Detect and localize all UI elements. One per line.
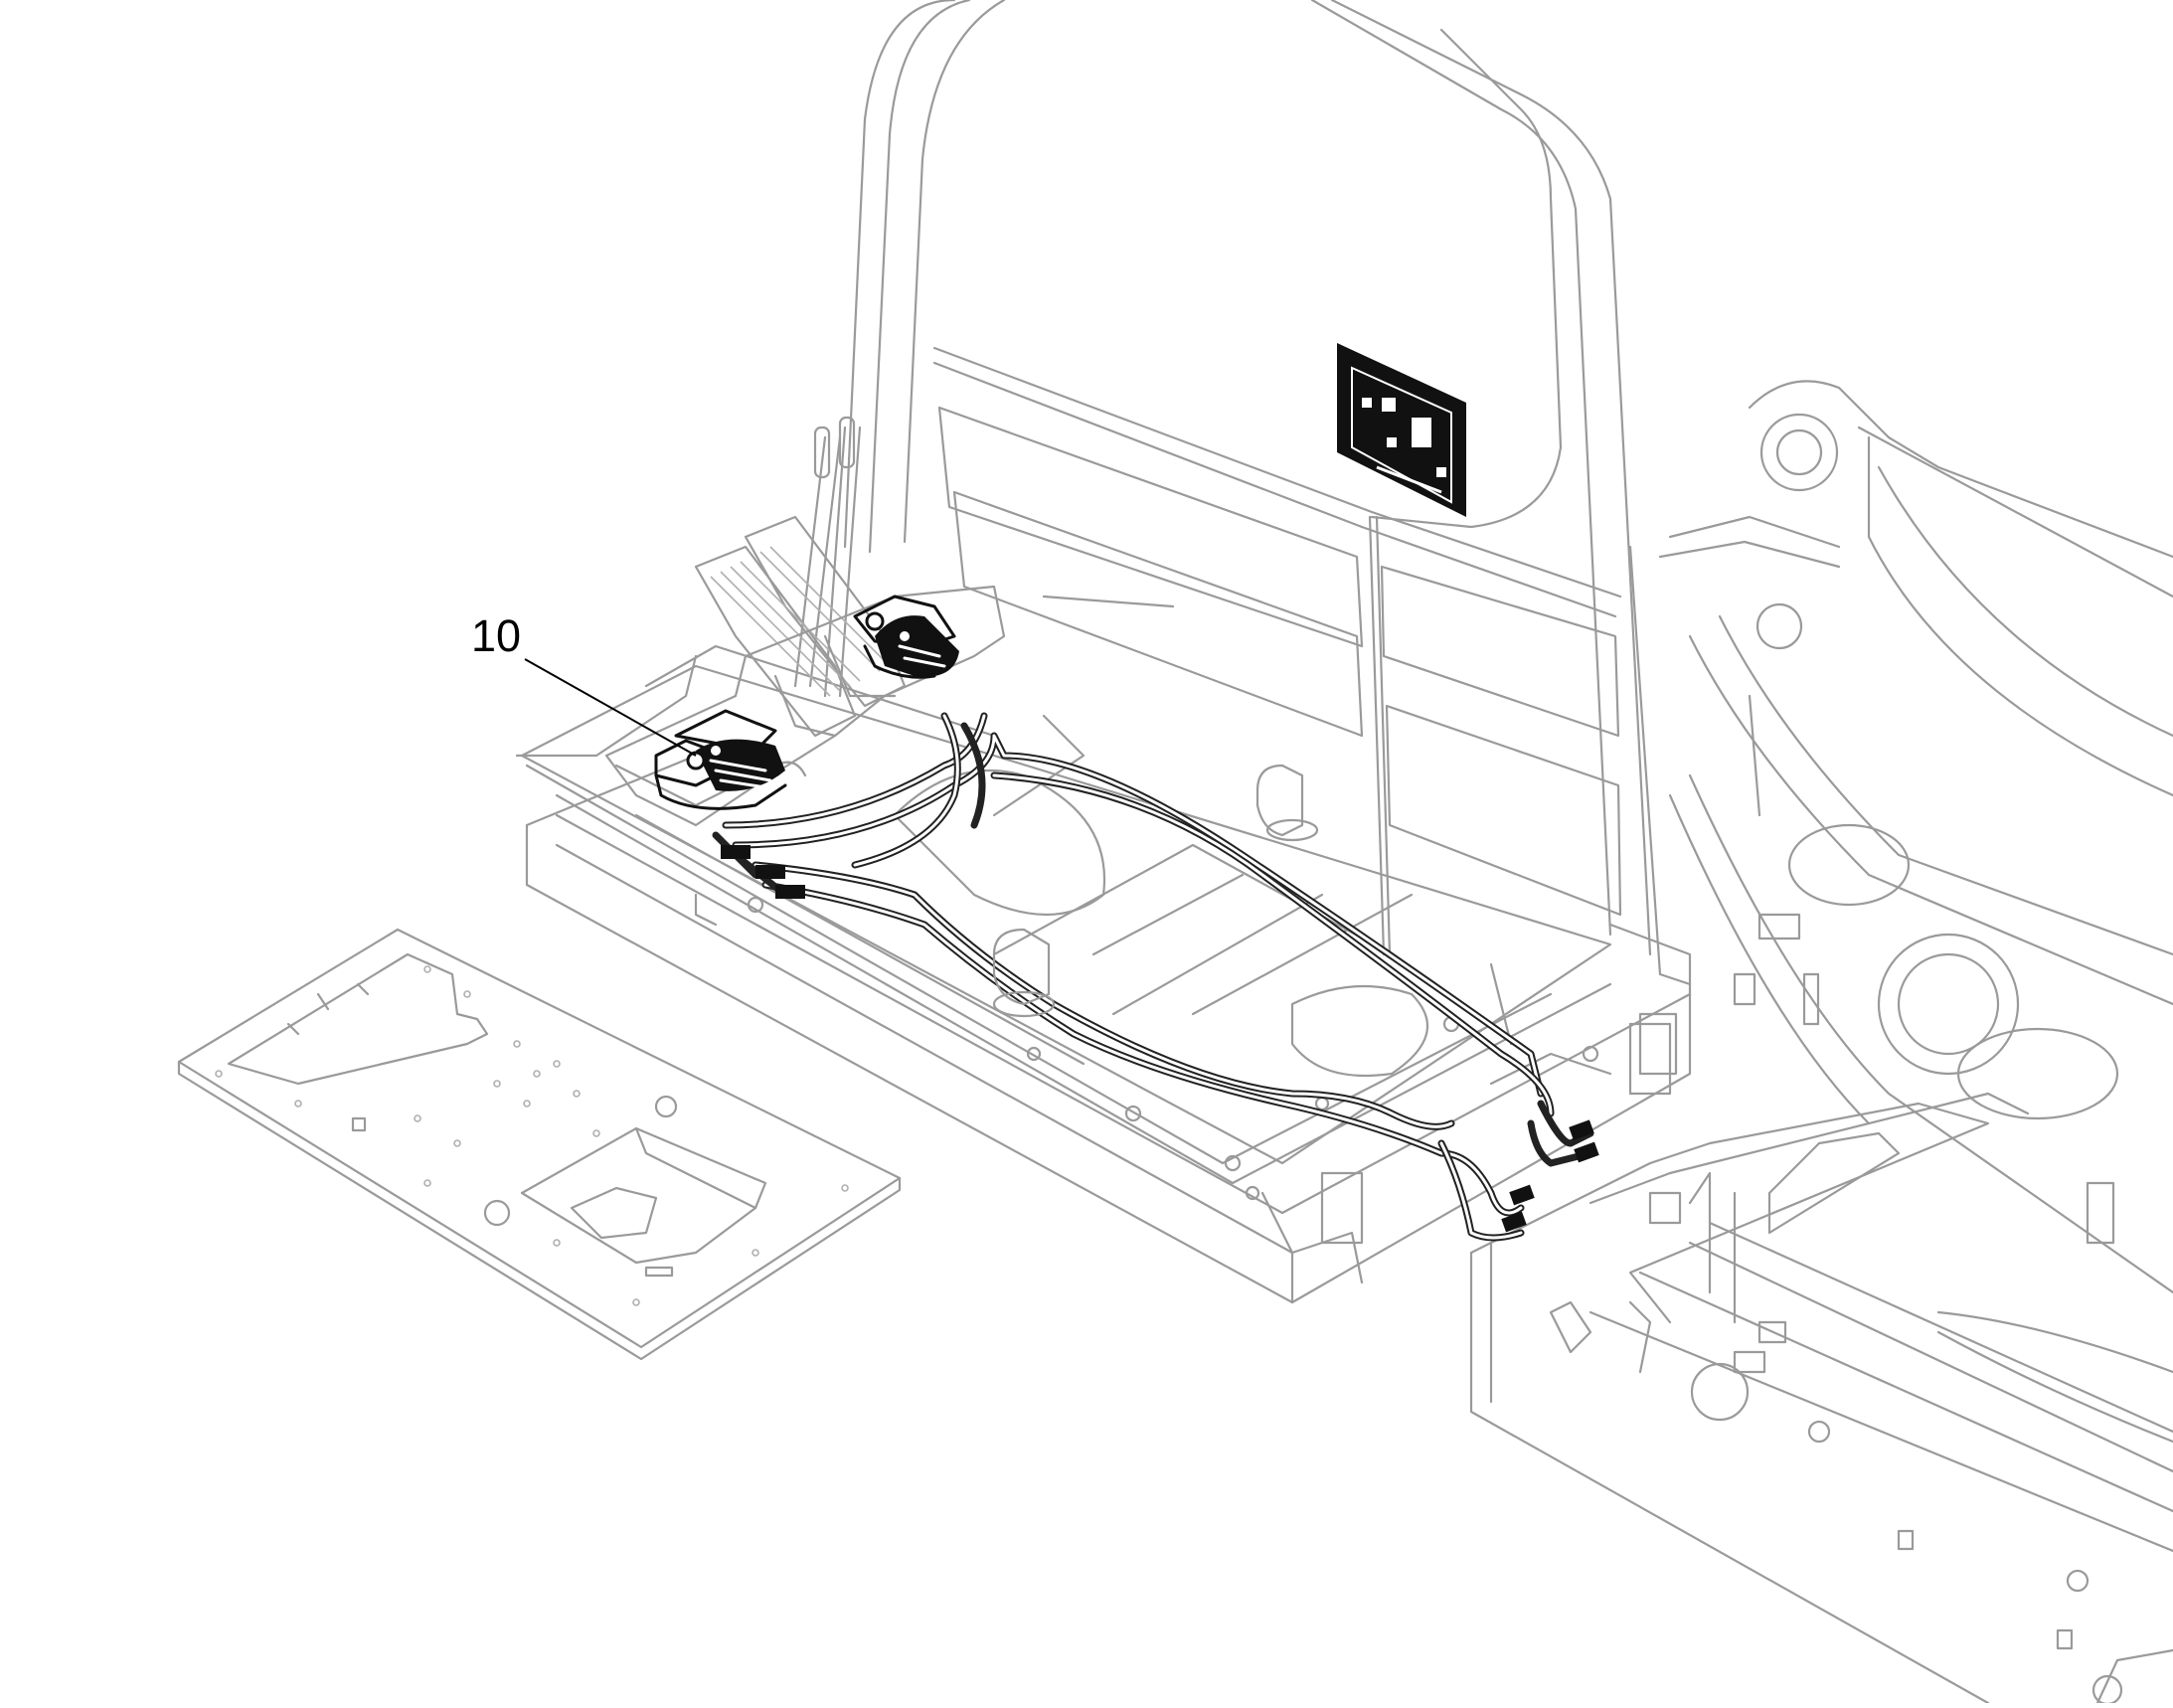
floor-plate (520, 595, 1612, 1165)
boom-arm (1658, 380, 2173, 1294)
floor-mat-panel (177, 928, 902, 1361)
side-brackets (1588, 913, 2115, 1245)
callout-label-10: 10 (471, 610, 522, 661)
travel-levers (793, 416, 862, 698)
hydraulic-hose-harness (712, 712, 1599, 1242)
lower-chassis-frame (1469, 1102, 2173, 1706)
callout-leader-line (524, 658, 697, 757)
cab-rear-frame (843, 0, 1692, 986)
instruction-decal (1337, 343, 1466, 517)
elbow-fittings (992, 764, 1319, 1018)
pedal-assembly (654, 595, 959, 810)
